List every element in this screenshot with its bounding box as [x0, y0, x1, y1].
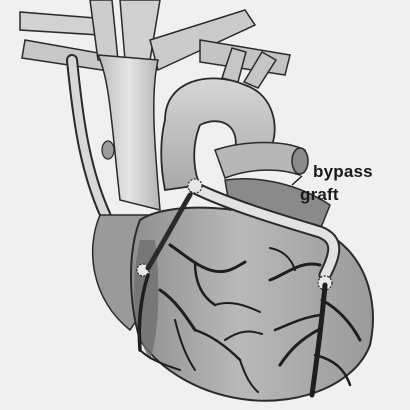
label-leader-line [292, 176, 302, 185]
proximal-anastomosis [188, 179, 202, 193]
aorta [161, 78, 274, 190]
bypass-label-line1: bypass [313, 163, 373, 180]
bypass-label-line2: graft [300, 186, 339, 203]
superior-vena-cava [98, 55, 160, 210]
